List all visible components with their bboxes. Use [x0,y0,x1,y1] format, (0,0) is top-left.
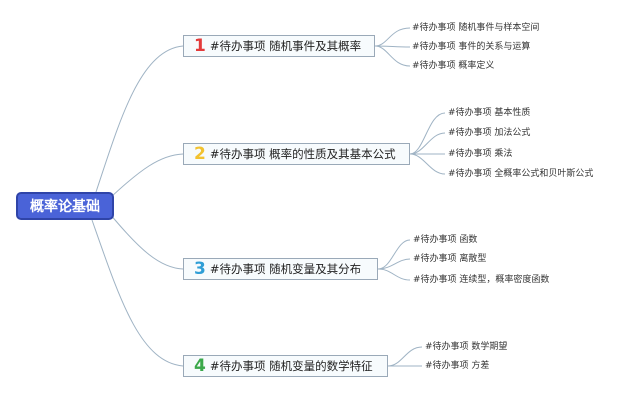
leaf-2-2[interactable]: #待办事项 加法公式 [448,128,531,138]
branch-4-number: 4 [194,356,206,376]
leaf-3-1[interactable]: #待办事项 函数 [413,235,478,245]
branch-2-label: #待办事项 概率的性质及其基本公式 [209,147,396,161]
leaf-3-2[interactable]: #待办事项 离散型 [413,254,487,264]
branch-3-topic[interactable]: 3 #待办事项 随机变量及其分布 [183,258,378,280]
leaf-4-1[interactable]: #待办事项 数学期望 [425,342,508,352]
leaf-4-2[interactable]: #待办事项 方差 [425,361,490,371]
branch-4-topic[interactable]: 4 #待办事项 随机变量的数学特征 [183,355,388,377]
branch-3-label: #待办事项 随机变量及其分布 [209,262,362,276]
branch-4-label: #待办事项 随机变量的数学特征 [209,359,373,373]
branch-1-topic[interactable]: 1 #待办事项 随机事件及其概率 [183,35,375,57]
root-topic[interactable]: 概率论基础 [16,192,114,220]
leaf-2-3[interactable]: #待办事项 乘法 [448,149,513,159]
branch-1-number: 1 [194,36,206,56]
leaf-3-3[interactable]: #待办事项 连续型，概率密度函数 [413,275,550,285]
branch-3-number: 3 [194,259,206,279]
branch-2-topic[interactable]: 2 #待办事项 概率的性质及其基本公式 [183,143,410,165]
branch-1-label: #待办事项 随机事件及其概率 [209,39,362,53]
branch-2-number: 2 [194,144,206,164]
leaf-1-1[interactable]: #待办事项 随机事件与样本空间 [412,23,540,33]
leaf-2-4[interactable]: #待办事项 全概率公式和贝叶斯公式 [448,169,594,179]
leaf-1-3[interactable]: #待办事项 概率定义 [412,61,495,71]
leaf-1-2[interactable]: #待办事项 事件的关系与运算 [412,42,531,52]
leaf-2-1[interactable]: #待办事项 基本性质 [448,108,531,118]
